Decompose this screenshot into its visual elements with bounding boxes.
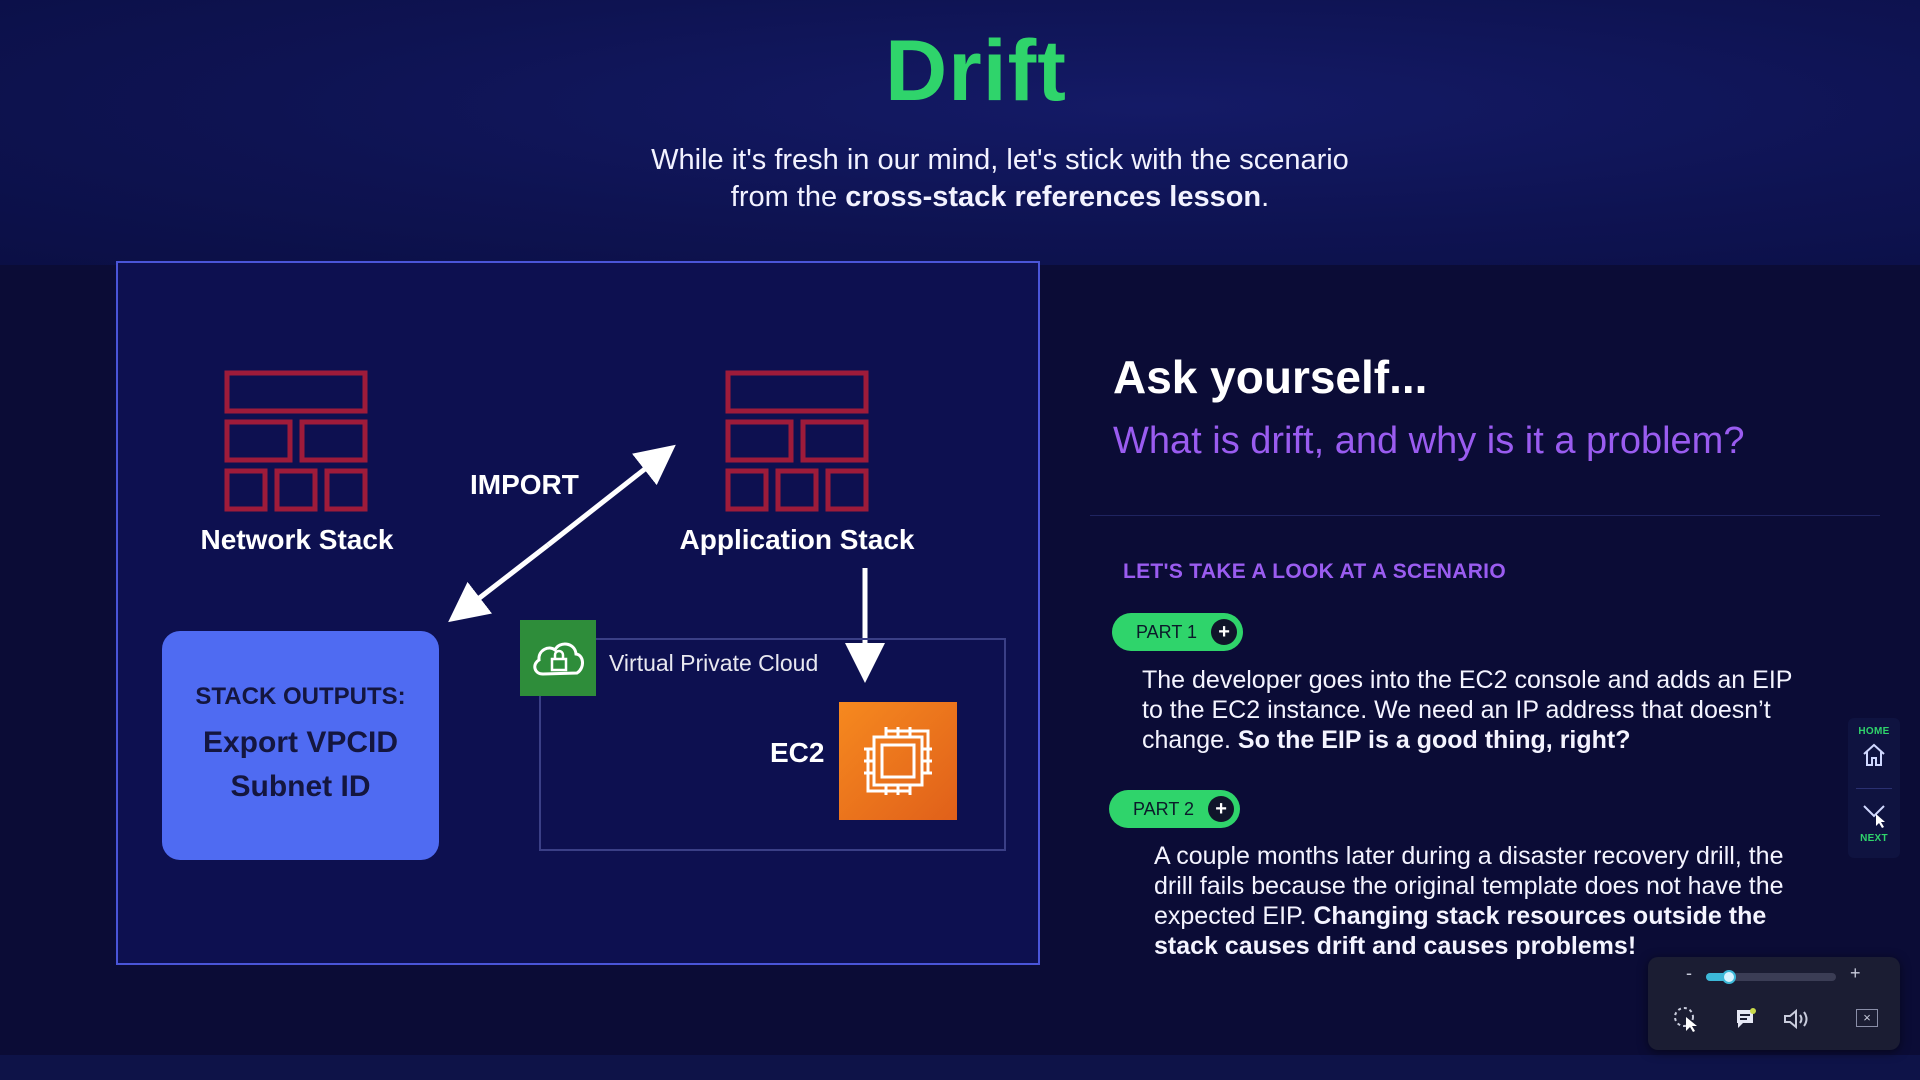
captions-icon: [1737, 1008, 1756, 1028]
volume-icon: [1784, 1008, 1808, 1030]
part-2-button[interactable]: PART 2 +: [1109, 790, 1241, 828]
stack-outputs-title: STACK OUTPUTS:: [195, 682, 406, 710]
volume-button[interactable]: [1782, 1007, 1814, 1036]
page-subtitle: While it's fresh in our mind, let's stic…: [560, 142, 1440, 216]
part-1-bold: So the EIP is a good thing, right?: [1237, 726, 1631, 754]
part-2-text: A couple months later during a disaster …: [1154, 841, 1810, 961]
cursor-icon: [1674, 1007, 1697, 1032]
part-1-body: The developer goes into the EC2 console …: [1142, 666, 1792, 754]
volume-decrease-button[interactable]: -: [1686, 963, 1692, 983]
next-icon: [1863, 805, 1885, 828]
header-band: [0, 0, 1920, 265]
part-1-label: PART 1: [1136, 621, 1198, 642]
cursor-button[interactable]: [1672, 1005, 1702, 1038]
ec2-chip-icon: [839, 702, 957, 820]
panel-divider: [1090, 515, 1880, 516]
nav-divider: [1856, 788, 1892, 789]
next-label: NEXT: [1860, 833, 1888, 844]
part-2-body: A couple months later during a disaster …: [1154, 842, 1784, 930]
home-button[interactable]: HOME: [1848, 726, 1900, 774]
vpc-cloud-lock-icon: [520, 620, 596, 696]
subtitle-line-1: While it's fresh in our mind, let's stic…: [651, 144, 1349, 176]
vpc-boundary: [539, 638, 1006, 851]
part-1-button[interactable]: PART 1 +: [1112, 613, 1244, 651]
drift-question: What is drift, and why is it a problem?: [1113, 420, 1745, 462]
stack-output-subnet: Subnet ID: [230, 769, 371, 803]
home-label: HOME: [1858, 726, 1890, 737]
close-icon: ×: [1863, 1010, 1871, 1025]
volume-slider-fill: [1706, 973, 1730, 981]
home-icon: [1863, 743, 1885, 766]
import-label: IMPORT: [470, 469, 579, 500]
stack-outputs-box: STACK OUTPUTS: Export VPCID Subnet ID: [162, 631, 439, 860]
application-stack-label: Application Stack: [679, 524, 915, 555]
side-navigation: HOME NEXT: [1848, 718, 1900, 858]
part-1-text: The developer goes into the EC2 console …: [1142, 665, 1802, 755]
page-title: Drift: [885, 23, 1067, 119]
volume-slider-thumb[interactable]: [1722, 970, 1737, 984]
vpc-label: Virtual Private Cloud: [609, 650, 819, 676]
application-stack-icon: [725, 370, 869, 512]
volume-slider[interactable]: [1706, 970, 1836, 984]
part-2-bold: Changing stack resources outside the sta…: [1154, 902, 1767, 960]
network-stack-icon: [224, 370, 368, 512]
footer-strip: [0, 1055, 1920, 1080]
subtitle-line-2: from the cross-stack references lesson.: [560, 179, 1440, 216]
scenario-heading: LET'S TAKE A LOOK AT A SCENARIO: [1123, 560, 1506, 583]
stack-output-vpcid: Export VPCID: [202, 725, 399, 759]
ask-yourself-heading: Ask yourself...: [1113, 351, 1428, 403]
volume-increase-button[interactable]: +: [1850, 963, 1861, 983]
expand-plus-icon: +: [1208, 796, 1235, 822]
ec2-label: EC2: [770, 737, 825, 768]
subtitle-prefix: from the: [730, 181, 846, 213]
subtitle-suffix: .: [1261, 181, 1270, 213]
captions-button[interactable]: [1734, 1007, 1758, 1036]
next-button[interactable]: NEXT: [1848, 802, 1900, 844]
close-button[interactable]: ×: [1856, 1009, 1878, 1027]
part-2-label: PART 2: [1133, 798, 1195, 819]
subtitle-bold: cross-stack references lesson: [845, 181, 1262, 213]
player-controls: - + ×: [1648, 957, 1900, 1050]
network-stack-label: Network Stack: [200, 524, 394, 555]
expand-plus-icon: +: [1211, 619, 1238, 645]
